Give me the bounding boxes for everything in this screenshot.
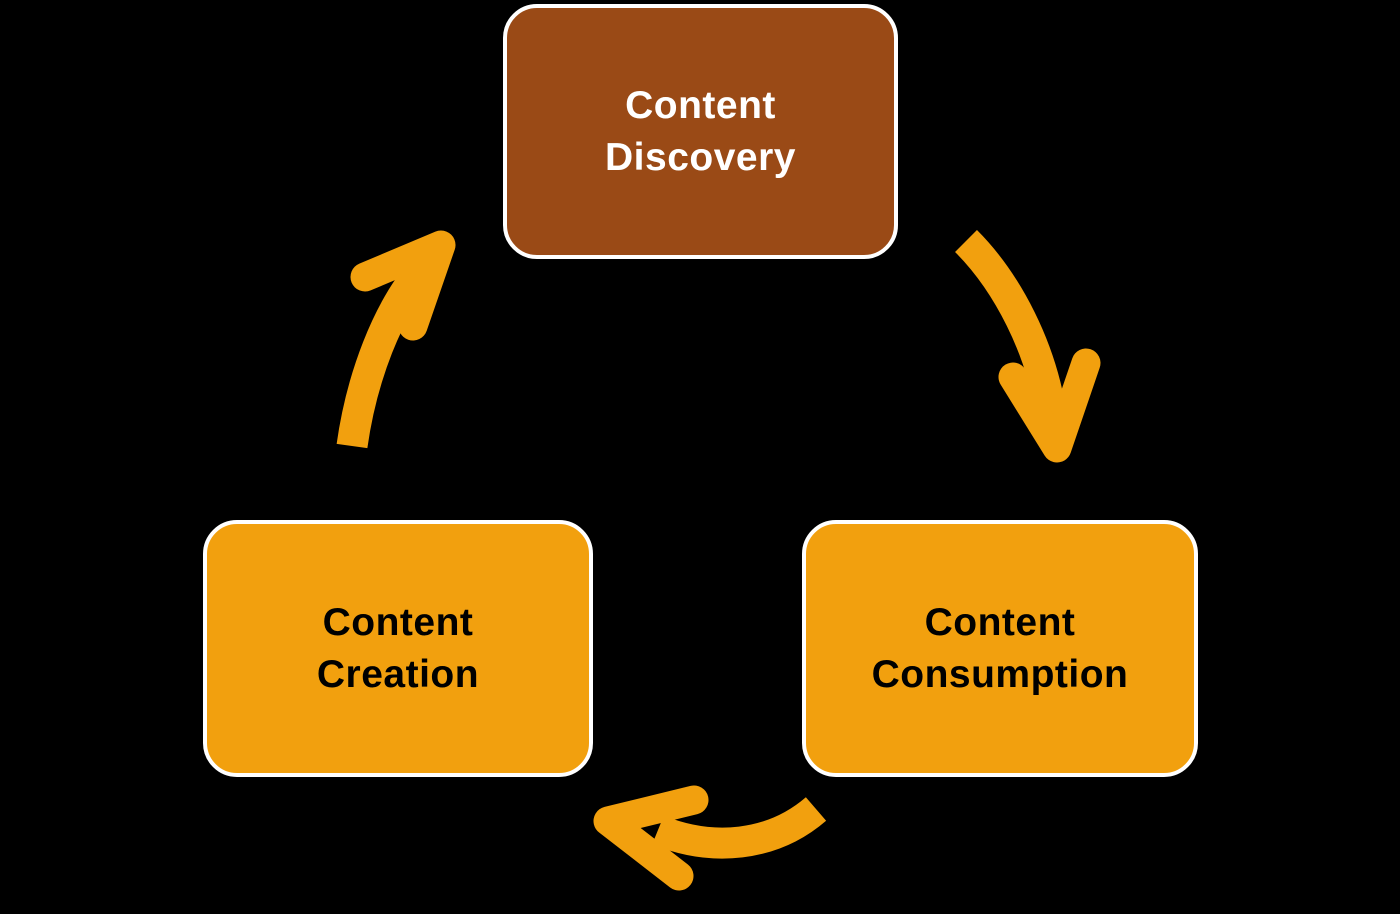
node-label-line1: Content [924,600,1076,644]
node-content-discovery: Content Discovery [503,4,898,259]
node-label: Content Discovery [605,80,796,184]
curved-arrow-consumption-to-creation [593,785,827,891]
node-label-line1: Content [322,600,474,644]
node-content-creation: Content Creation [203,520,593,777]
arrow-shaft [336,252,440,449]
arrow-head [350,230,456,341]
node-label-line1: Content [625,83,776,127]
node-label-line2: Consumption [871,652,1129,696]
node-label: Content Creation [317,597,479,701]
node-content-consumption: Content Consumption [802,520,1198,777]
arrow-shaft [954,230,1069,430]
node-label: Content Consumption [872,597,1129,701]
arrow-head [593,785,709,891]
node-label-line2: Discovery [605,135,796,179]
arrow-shaft [652,796,827,859]
curved-arrow-discovery-to-consumption [954,230,1101,463]
curved-arrow-creation-to-discovery [336,230,456,449]
arrow-head [998,348,1101,463]
node-label-line2: Creation [316,652,480,696]
